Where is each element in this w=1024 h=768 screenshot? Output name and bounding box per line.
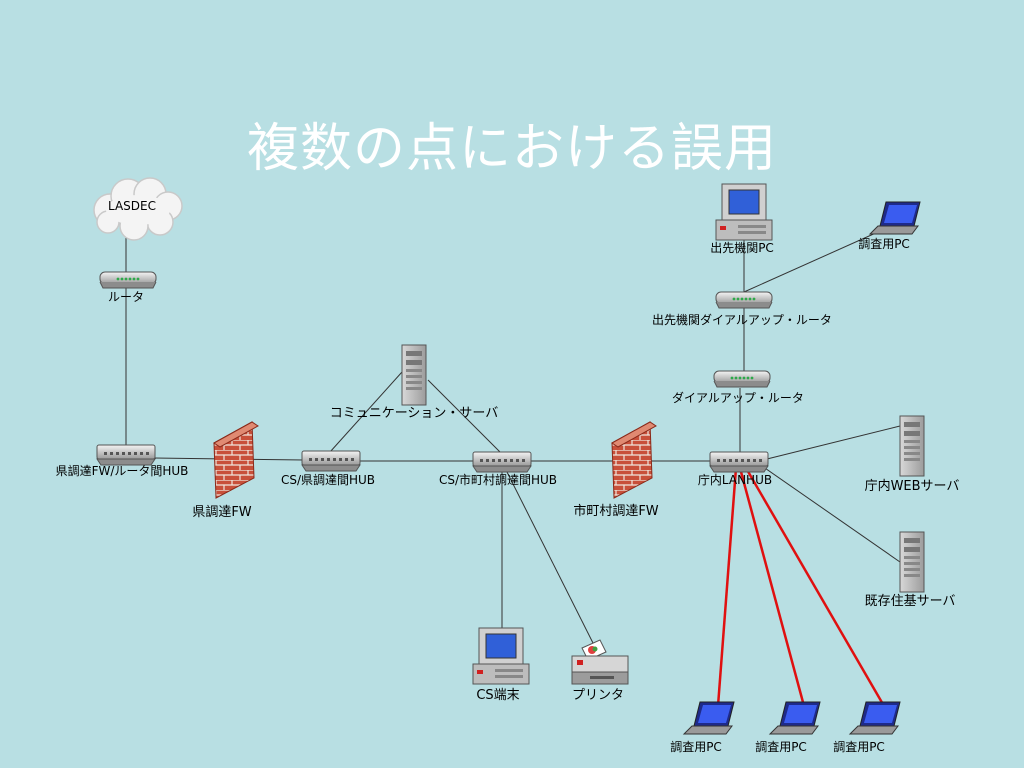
cs-muni-hub-icon xyxy=(472,451,532,473)
survey-pc-1-label: 調査用PC xyxy=(670,740,722,754)
muni-firewall-icon xyxy=(611,421,657,499)
resident-server-icon xyxy=(899,531,925,593)
office-lan-hub-label: 庁内LANHUB xyxy=(698,473,772,487)
resident-server-label: 既存住基サーバ xyxy=(865,594,956,609)
lasdec-label: LASDEC xyxy=(108,199,156,213)
slide-title: 複数の点における誤用 xyxy=(246,119,777,179)
router-label: ルータ xyxy=(108,290,144,304)
survey-pc-3-icon xyxy=(849,701,901,735)
branch-pc-label: 出先機関PC xyxy=(710,240,774,255)
cs-pref-hub-label: CS/県調達間HUB xyxy=(281,473,375,487)
link-cs-hub-comm-server xyxy=(329,371,403,453)
link-lan-hub-survey-pc-1 xyxy=(716,467,738,707)
link-muni-hub-printer xyxy=(505,469,595,646)
cs-muni-hub-label: CS/市町村調達間HUB xyxy=(439,472,557,487)
link-lan-hub-survey-pc-2 xyxy=(738,467,806,707)
branch-pc-icon xyxy=(715,183,773,241)
pref-fw-router-hub-icon xyxy=(96,444,156,466)
pref-firewall-icon xyxy=(213,421,259,499)
link-lan-hub-web-server xyxy=(766,425,901,460)
survey-pc-2-icon xyxy=(769,701,821,735)
dialup-router-label: ダイアルアップ・ルータ xyxy=(672,390,804,405)
survey-pc-2-label: 調査用PC xyxy=(755,740,807,754)
link-comm-server-muni-hub xyxy=(427,379,501,453)
survey-pc-1-icon xyxy=(683,701,735,735)
web-server-label: 庁内WEBサーバ xyxy=(865,478,960,494)
comm-server-label: コミュニケーション・サーバ xyxy=(330,406,499,421)
printer-label: プリンタ xyxy=(572,688,624,703)
pref-fw-label: 県調達FW xyxy=(192,505,251,520)
highlight-links xyxy=(716,467,886,707)
office-lan-hub-icon xyxy=(709,451,769,473)
branch-dialup-router-label: 出先機関ダイアルアップ・ルータ xyxy=(652,312,832,327)
link-lan-hub-survey-pc-3 xyxy=(744,467,886,707)
router-icon xyxy=(99,271,157,289)
survey-pc-3-label: 調査用PC xyxy=(833,740,885,754)
muni-fw-label: 市町村調達FW xyxy=(573,503,658,519)
cs-terminal-icon xyxy=(472,627,530,685)
link-lan-hub-resident-server xyxy=(761,465,901,563)
cs-pref-hub-icon xyxy=(301,450,361,472)
cs-terminal-label: CS端末 xyxy=(476,688,519,703)
web-server-icon xyxy=(899,415,925,477)
comm-server-icon xyxy=(401,344,427,406)
link-branch-router-survey-pc xyxy=(743,231,879,293)
survey-pc-top-icon xyxy=(869,201,921,235)
printer-icon xyxy=(571,639,629,685)
dialup-router-icon xyxy=(713,370,771,388)
pref-fw-router-hub-label: 県調達FW/ルータ間HUB xyxy=(56,464,189,478)
branch-dialup-router-icon xyxy=(715,291,773,309)
lasdec-cloud: LASDEC xyxy=(93,177,183,241)
survey-pc-top-label: 調査用PC xyxy=(858,237,910,251)
